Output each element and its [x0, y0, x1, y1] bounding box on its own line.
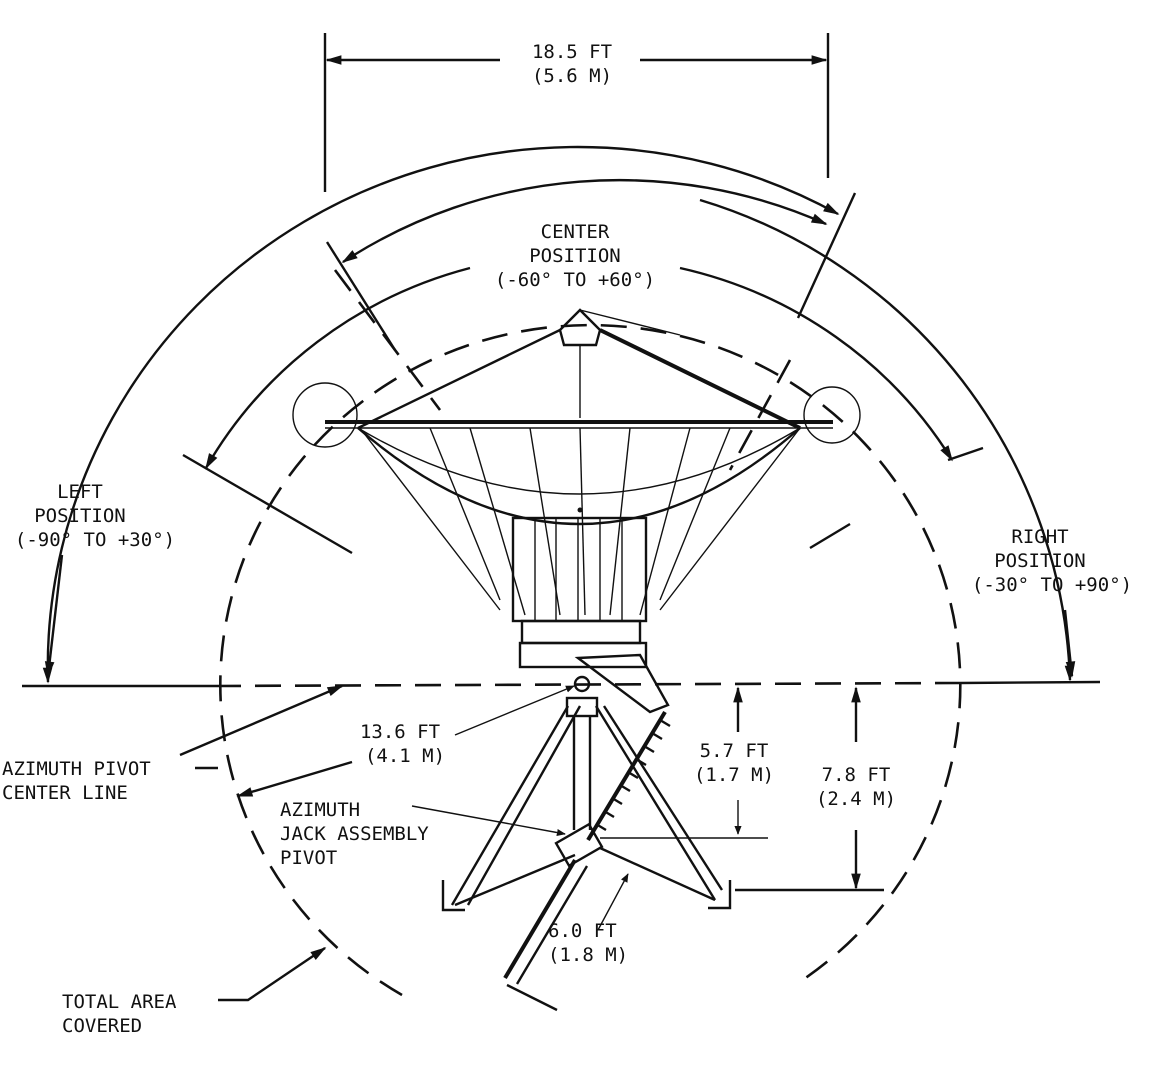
height-upper-m: (1.7 M) — [694, 764, 774, 786]
azimuth-pivot-line1: AZIMUTH PIVOT — [2, 758, 151, 780]
center-position-range: (-60° TO +60°) — [495, 269, 655, 291]
right-position-range: (-30° TO +90°) — [972, 574, 1132, 596]
hub-enclosure — [511, 516, 670, 714]
tripod-pedestal — [441, 675, 732, 912]
right-position-line1: RIGHT — [1011, 526, 1068, 548]
azimuth-pivot-line2: CENTER LINE — [2, 782, 128, 804]
stop-lines — [182, 192, 984, 555]
top-width-ft: 18.5 FT — [532, 41, 612, 63]
total-area-line2: COVERED — [62, 1015, 142, 1037]
dish-reflector — [292, 382, 861, 616]
azimuth-pivot-center-line — [22, 680, 1101, 688]
radius-m: (4.1 M) — [365, 745, 445, 767]
jack-length-dimension — [506, 873, 629, 1012]
top-width-m: (5.6 M) — [532, 65, 612, 87]
height-upper-ft: 5.7 FT — [700, 740, 769, 762]
right-position-arrow — [1063, 609, 1076, 678]
radius-dimension — [179, 684, 575, 798]
jack-pivot-leader — [411, 805, 566, 837]
height-total-m: (2.4 M) — [816, 788, 896, 810]
total-area-line1: TOTAL AREA — [62, 991, 177, 1013]
height-upper-dimension — [600, 686, 768, 839]
dish-width-dimension — [323, 33, 830, 192]
center-travel-arc — [204, 178, 954, 470]
jack-length-ft: 6.0 FT — [548, 920, 617, 942]
jack-pivot-line3: PIVOT — [280, 847, 337, 869]
azimuth-jack — [503, 710, 671, 985]
feed-support — [357, 308, 801, 430]
radius-ft: 13.6 FT — [360, 721, 440, 743]
coverage-circle — [219, 323, 962, 997]
height-total-ft: 7.8 FT — [822, 764, 891, 786]
right-position-line2: POSITION — [994, 550, 1086, 572]
total-area-leader — [218, 947, 327, 1002]
height-total-dimension — [735, 686, 884, 892]
left-position-line2: POSITION — [34, 505, 126, 527]
jack-pivot-line2: JACK ASSEMBLY — [280, 823, 429, 845]
left-position-line1: LEFT — [57, 481, 103, 503]
left-position-range: (-90° TO +30°) — [15, 529, 175, 551]
jack-length-m: (1.8 M) — [548, 944, 628, 966]
center-position-line1: CENTER — [541, 221, 610, 243]
left-position-arrow — [44, 554, 64, 678]
jack-pivot-line1: AZIMUTH — [280, 799, 360, 821]
center-position-line2: POSITION — [529, 245, 621, 267]
